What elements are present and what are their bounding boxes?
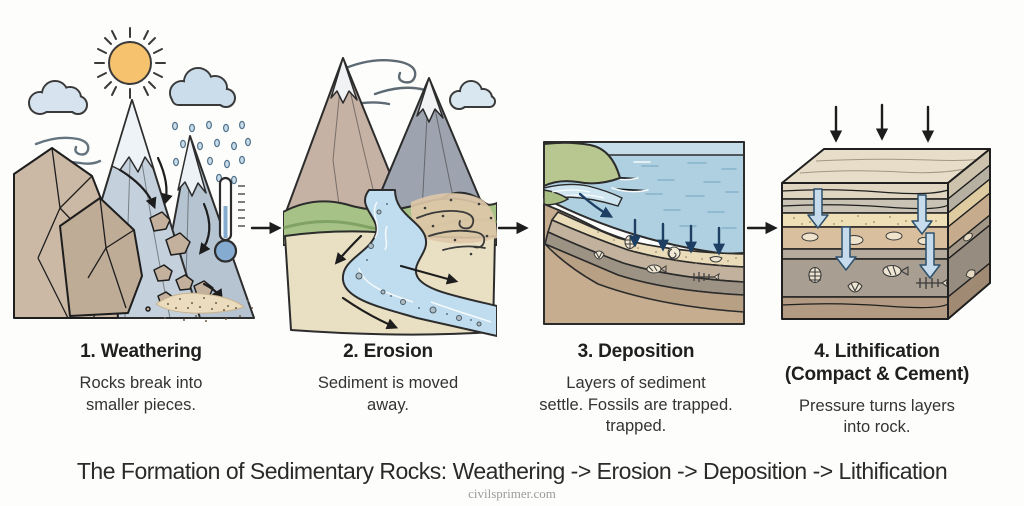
watermark: civilsprimer.com xyxy=(468,486,556,501)
caption-description: Rocks break into smaller pieces. xyxy=(79,373,203,414)
caption-description: Pressure turns layers into rock. xyxy=(799,396,955,437)
rockfall-arrows xyxy=(118,156,223,301)
strata-block xyxy=(781,148,991,320)
settling-arrows xyxy=(578,192,725,256)
caption-weathering: 1. Weathering Rocks break into smaller p… xyxy=(30,341,252,416)
footer-title: The Formation of Sedimentary Rocks: Weat… xyxy=(76,458,948,484)
caption-title: 1. Weathering xyxy=(80,341,202,362)
caption-title: 4. Lithification xyxy=(814,341,940,362)
lithification-illustration xyxy=(781,103,991,320)
caption-title: 3. Deposition xyxy=(577,341,695,362)
rock-cliff xyxy=(13,147,143,319)
deposition-illustration xyxy=(543,141,745,325)
pressure-arrows xyxy=(829,103,935,143)
caption-description: Sediment is moved away. xyxy=(317,373,459,414)
fossils xyxy=(808,264,949,293)
cloud-fill xyxy=(30,82,86,113)
compaction-arrows xyxy=(807,188,941,279)
sand-pile xyxy=(155,292,253,322)
weathering-illustration xyxy=(13,27,255,322)
caption-title: 2. Erosion xyxy=(343,341,433,362)
caption-lithification: 4. Lithification (Compact & Cement) Pres… xyxy=(765,341,989,439)
rain-cloud-fill xyxy=(171,69,234,106)
caption-deposition: 3. Deposition Layers of sediment settle.… xyxy=(515,341,757,438)
erosion-illustration xyxy=(283,57,497,337)
flow-arrow-3 xyxy=(746,221,778,235)
river xyxy=(341,189,497,337)
cloud-fill xyxy=(451,82,494,108)
dust-swirl-icon xyxy=(410,193,497,256)
sun-icon xyxy=(94,27,166,99)
caption-erosion: 2. Erosion Sediment is moved away. xyxy=(277,341,499,416)
sand-speckles xyxy=(597,231,737,266)
flow-arrow-2 xyxy=(497,221,529,235)
transport-arrows xyxy=(334,234,459,330)
caption-subtitle: (Compact & Cement) xyxy=(784,363,970,385)
flow-arrow-1 xyxy=(250,221,282,235)
caption-description: Layers of sediment settle. Fossils are t… xyxy=(539,373,733,436)
thermometer-icon xyxy=(213,176,245,263)
